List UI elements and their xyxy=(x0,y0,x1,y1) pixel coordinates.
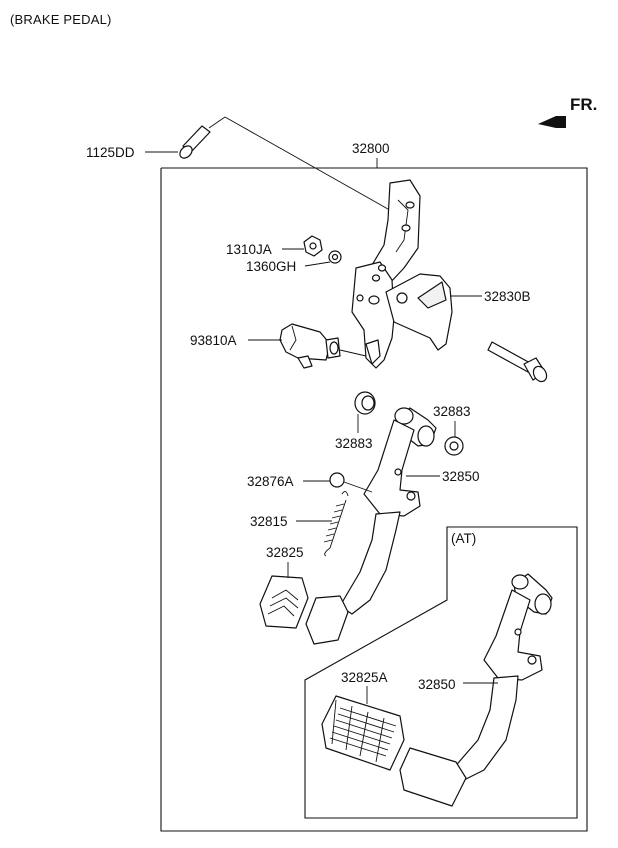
label-32815: 32815 xyxy=(250,514,288,529)
at-inset-frame xyxy=(304,526,578,819)
pad-at-32825a xyxy=(321,695,405,771)
label-1360gh: 1360GH xyxy=(246,259,296,274)
nut-1310ja xyxy=(303,235,323,257)
label-32825: 32825 xyxy=(266,545,304,560)
spring-32815 xyxy=(323,491,349,557)
bushing-left-32883 xyxy=(354,391,376,415)
label-32825a: 32825A xyxy=(341,670,388,685)
pedal-arm-32850 xyxy=(305,407,437,645)
label-93810a: 93810A xyxy=(190,333,237,348)
bolt-1125dd xyxy=(179,116,226,159)
washer-1360gh xyxy=(328,250,342,264)
stopper-32876a xyxy=(329,472,345,488)
label-1125dd: 1125DD xyxy=(86,145,135,160)
long-bolt xyxy=(487,341,548,383)
label-32883-right: 32883 xyxy=(433,404,471,419)
label-32830b: 32830B xyxy=(484,289,531,304)
label-32850-at: 32850 xyxy=(418,677,456,692)
label-1310ja: 1310JA xyxy=(226,242,272,257)
at-inset-label: (AT) xyxy=(451,531,476,546)
label-32800: 32800 xyxy=(352,141,390,156)
label-32850: 32850 xyxy=(442,469,480,484)
pad-32825 xyxy=(259,575,309,629)
leader-stopper-to-arm xyxy=(343,481,373,493)
switch-93810a xyxy=(279,323,341,369)
pedal-arm-at-32850 xyxy=(399,573,553,807)
mounting-bracket xyxy=(351,179,421,369)
leader-1360gh xyxy=(304,261,331,267)
assembly-frame xyxy=(160,167,588,832)
label-32883-left: 32883 xyxy=(335,436,373,451)
bracket-32830b xyxy=(385,273,453,351)
label-32876a: 32876A xyxy=(247,474,294,489)
forward-arrow-icon xyxy=(538,116,566,128)
bushing-right-32883 xyxy=(444,436,464,456)
forward-direction-label: FR. xyxy=(570,95,597,114)
diagram-title: (BRAKE PEDAL) xyxy=(10,12,112,27)
leader-bolt-to-bracket xyxy=(224,116,396,214)
leader-switch-to-bracket xyxy=(339,349,367,357)
